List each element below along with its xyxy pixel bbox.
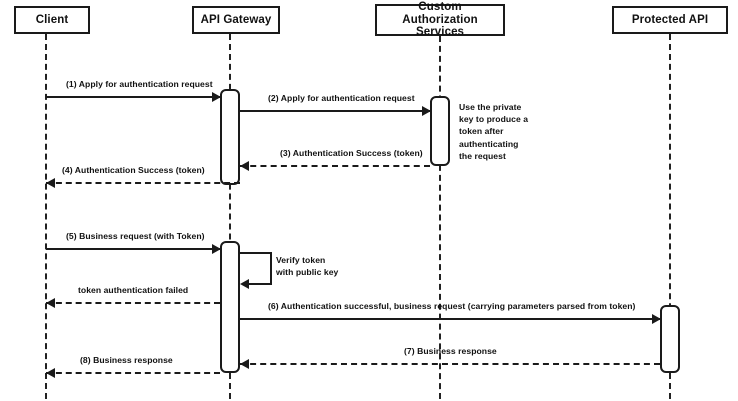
message-arrowhead-fail (46, 298, 55, 308)
message-label-2: (2) Apply for authentication request (268, 93, 415, 103)
message-line-fail (46, 302, 220, 304)
message-label-fail: token authentication failed (78, 285, 189, 295)
message-arrowhead-6 (652, 314, 661, 324)
message-arrowhead-2 (422, 106, 431, 116)
participant-label-protected: Protected API (631, 13, 709, 26)
message-label-8: (8) Business response (80, 355, 173, 365)
lifeline-authsvc (439, 36, 441, 399)
message-line-3 (240, 165, 430, 167)
activation-bar-auth-svc-1 (430, 96, 450, 166)
message-label-5: (5) Business request (with Token) (66, 231, 205, 241)
message-label-1: (1) Apply for authentication request (66, 79, 213, 89)
self-message-top-verify-token (240, 252, 272, 254)
activation-bar-api-biz (660, 305, 680, 373)
message-line-6 (240, 318, 660, 320)
lifeline-protected (669, 34, 671, 399)
lifeline-client (45, 34, 47, 399)
participant-gateway[interactable]: API Gateway (192, 6, 280, 34)
self-message-bottom-verify-token (248, 283, 272, 285)
message-label-6: (6) Authentication successful, business … (268, 301, 636, 311)
activation-bar-gw-biz (220, 241, 240, 373)
message-label-7: (7) Business response (404, 346, 497, 356)
message-arrowhead-8 (46, 368, 55, 378)
message-line-5 (46, 248, 220, 250)
message-arrowhead-7 (240, 359, 249, 369)
message-arrowhead-5 (212, 244, 221, 254)
message-line-1 (46, 96, 220, 98)
message-arrowhead-3 (240, 161, 249, 171)
participant-client[interactable]: Client (14, 6, 90, 34)
message-label-4: (4) Authentication Success (token) (62, 165, 205, 175)
message-arrowhead-1 (212, 92, 221, 102)
message-arrowhead-4 (46, 178, 55, 188)
participant-protected[interactable]: Protected API (612, 6, 728, 34)
message-line-7 (240, 363, 660, 365)
self-message-arrowhead-verify-token (240, 279, 249, 289)
lifeline-gateway (229, 34, 231, 399)
activation-bar-gw-auth (220, 89, 240, 185)
self-message-right-verify-token (270, 252, 272, 283)
participant-label-client: Client (35, 13, 69, 26)
message-line-2 (240, 110, 430, 112)
participant-label-gateway: API Gateway (200, 13, 272, 26)
message-label-3: (3) Authentication Success (token) (280, 148, 423, 158)
message-line-8 (46, 372, 220, 374)
message-line-4 (46, 182, 240, 184)
